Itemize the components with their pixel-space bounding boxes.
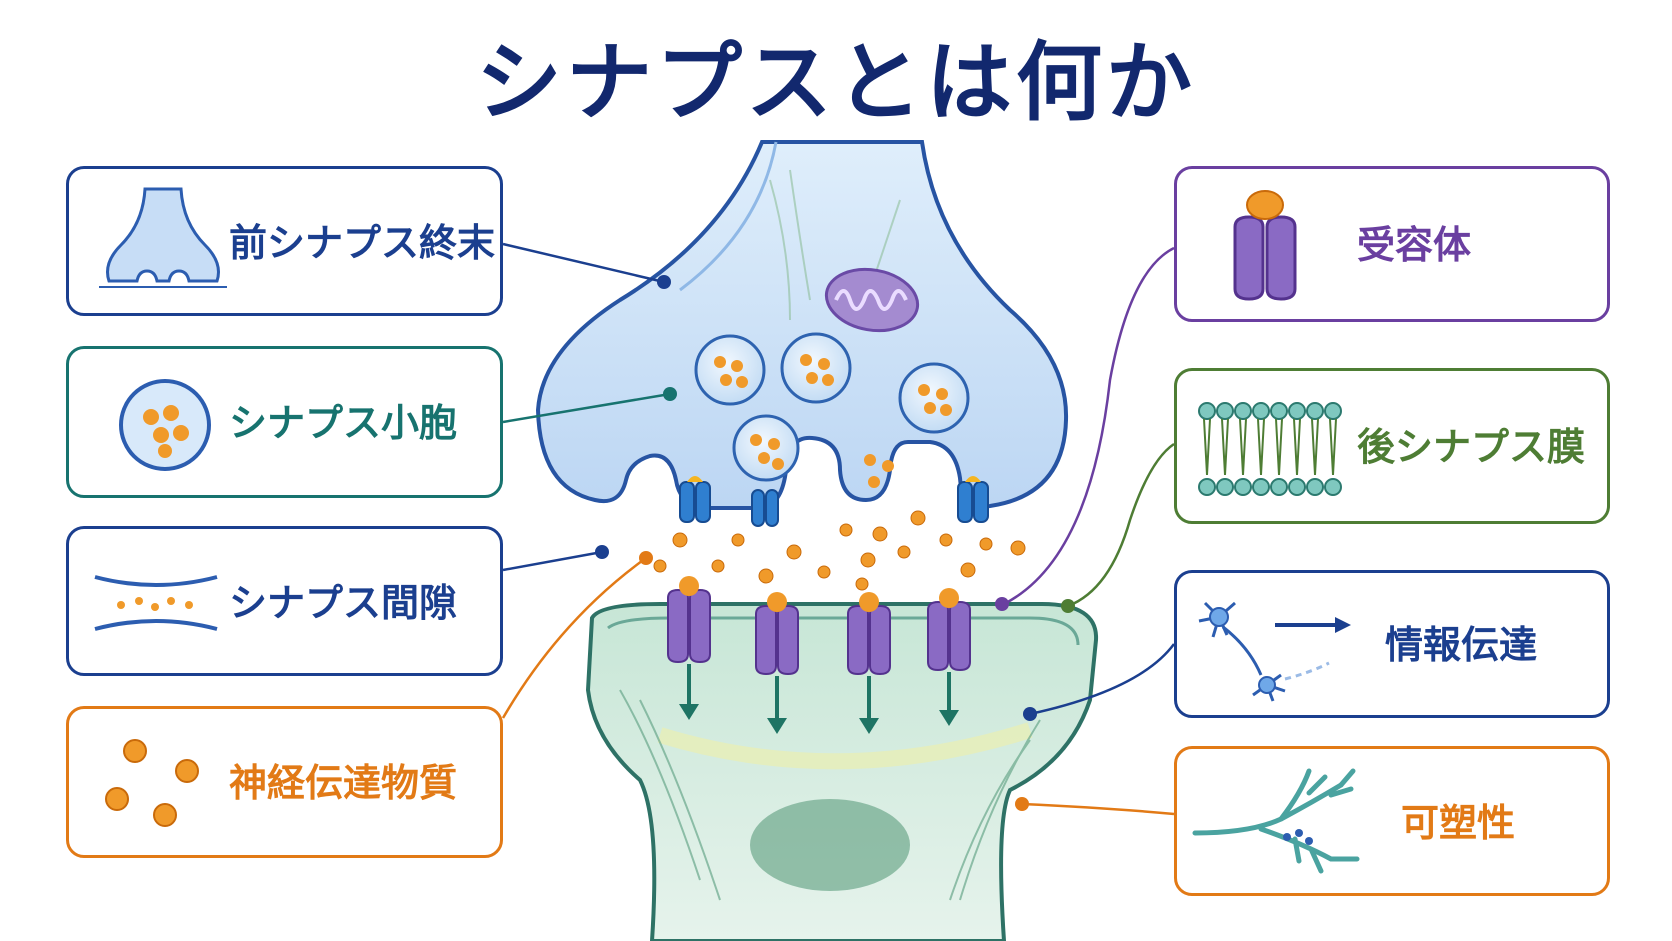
synaptic-cleft-icon [94, 575, 218, 631]
membrane-icon [1198, 402, 1342, 496]
postsynaptic-membrane-label: 後シナプス膜 [1357, 425, 1586, 469]
card-postsynaptic-membrane: 後シナプス膜 [1174, 368, 1610, 524]
card-signal-transmission: 情報伝達 [1174, 570, 1610, 718]
card-synaptic-vesicle: シナプス小胞 [66, 346, 503, 498]
presynaptic-terminal-label: 前シナプス終末 [229, 221, 496, 265]
neuron-signal-icon [1198, 601, 1351, 702]
card-neurotransmitter: 神経伝達物質 [66, 706, 503, 858]
card-receptor: 受容体 [1174, 166, 1610, 322]
receptor-icon [1233, 190, 1297, 301]
postsynaptic-receptors [667, 576, 971, 676]
page-title: シナプスとは何か [476, 33, 1196, 133]
card-synaptic-cleft: シナプス間隙 [66, 526, 503, 676]
leader-lines [501, 242, 1176, 816]
card-plasticity: 可塑性 [1174, 746, 1610, 896]
neurotransmitters [653, 510, 1026, 591]
signal-arrows [679, 664, 959, 734]
dendrite-icon [1192, 768, 1360, 874]
presynaptic-terminal [535, 140, 1069, 510]
presynaptic-terminal-icon [99, 187, 227, 288]
synaptic-vesicle-icon [119, 379, 211, 471]
presynaptic-channels [679, 476, 989, 527]
neurotransmitter-icon [105, 739, 199, 827]
neurotransmitter-label: 神経伝達物質 [229, 761, 458, 805]
postsynaptic-neuron [585, 602, 1099, 941]
synaptic-vesicle-label: シナプス小胞 [229, 401, 458, 445]
signal-transmission-label: 情報伝達 [1385, 623, 1538, 667]
card-presynaptic-terminal: 前シナプス終末 [66, 166, 503, 316]
plasticity-label: 可塑性 [1401, 801, 1516, 845]
postsynaptic-nucleus [750, 799, 910, 891]
synaptic-vesicles [694, 332, 970, 488]
synaptic-cleft-label: シナプス間隙 [229, 581, 458, 625]
mitochondrion [824, 267, 920, 333]
receptor-label: 受容体 [1357, 223, 1472, 267]
